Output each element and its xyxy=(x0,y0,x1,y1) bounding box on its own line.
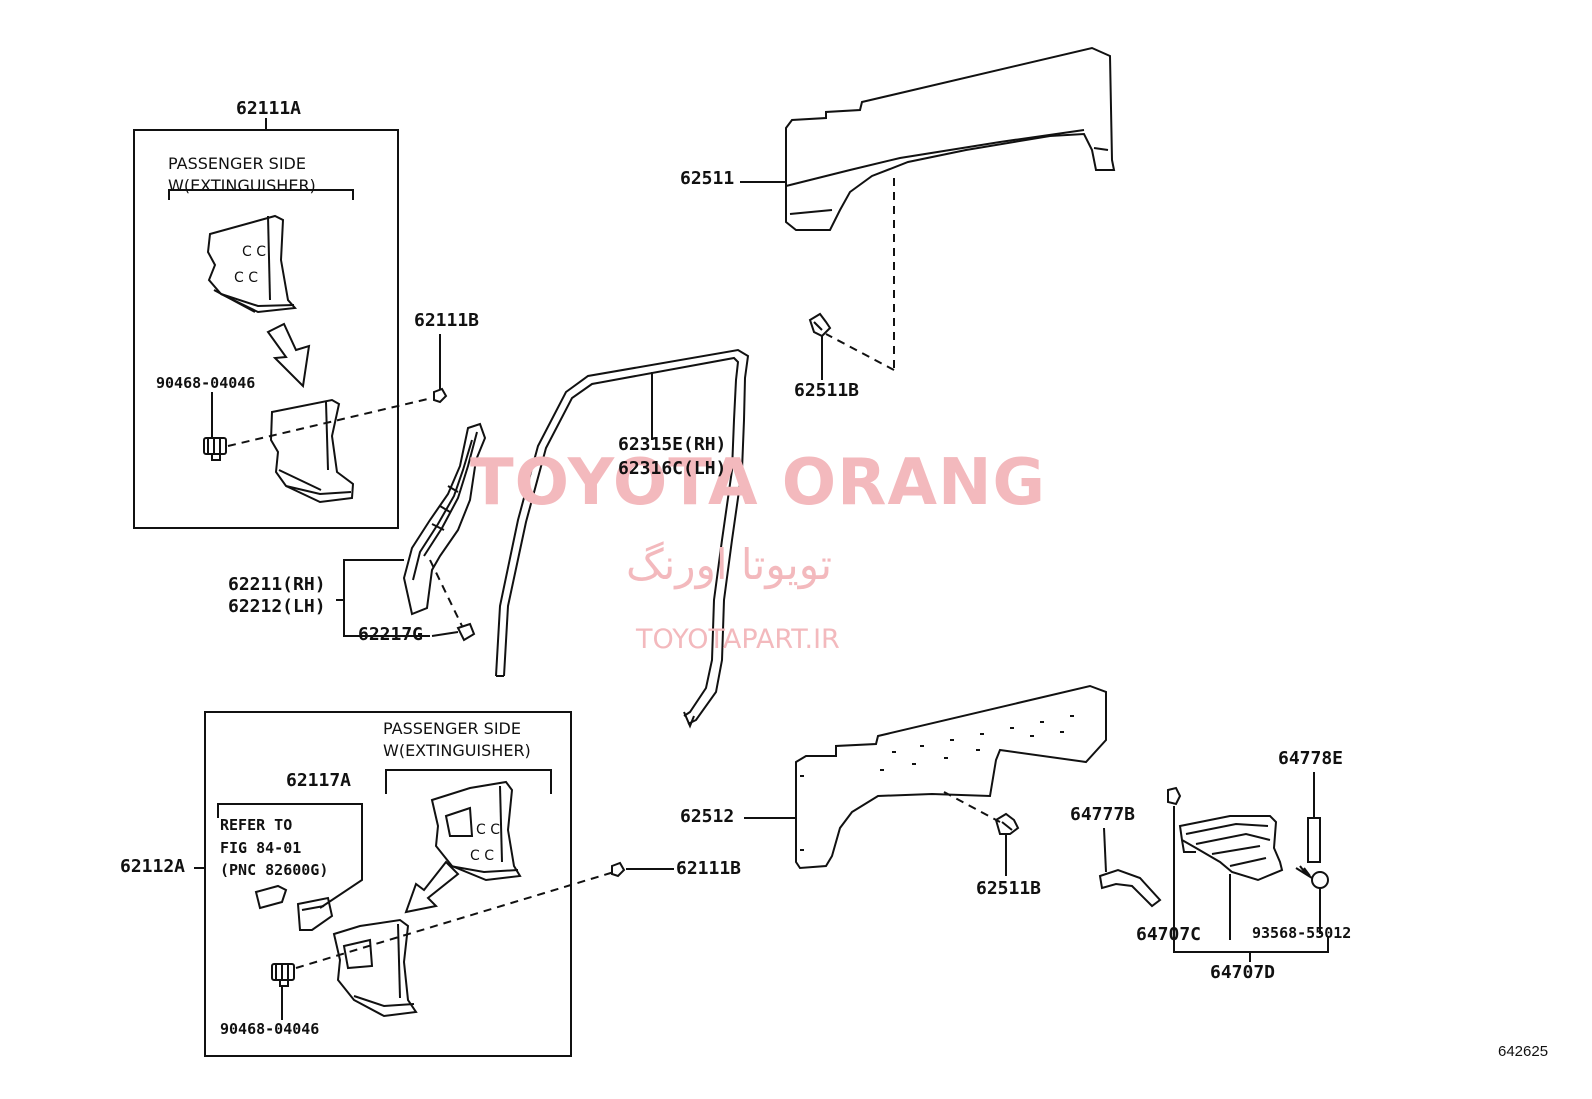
note-passenger-side-top: PASSENGER SIDE W(EXTINGUISHER) xyxy=(168,154,316,195)
svg-text:C C: C C xyxy=(242,244,266,260)
svg-text:C C: C C xyxy=(234,270,258,286)
callout-90468-top: 90468-04046 xyxy=(156,374,256,392)
watermark-site: TOYOTAPART.IR xyxy=(636,624,840,655)
note-passenger-side-bottom: PASSENGER SIDE W(EXTINGUISHER) xyxy=(383,719,531,760)
clip-90468-bottom xyxy=(271,963,295,1020)
clip-62111b-top xyxy=(433,334,448,404)
quarter-trim-62512 xyxy=(795,684,1107,870)
pillar-leader-bracket xyxy=(336,559,430,637)
dashed-leader xyxy=(429,559,463,627)
callout-62112a: 62112A xyxy=(120,856,186,877)
callout-90468-bottom: 90468-04046 xyxy=(220,1020,320,1038)
arrow-down-left-icon xyxy=(404,860,460,914)
cowl-trim-lower xyxy=(269,398,355,504)
callout-62511: 62511 xyxy=(680,168,735,189)
callout-62111a: 62111A xyxy=(236,98,302,119)
cowl-trim-lower-b xyxy=(332,918,418,1018)
leader-64707 xyxy=(1173,806,1329,962)
strip-64777b xyxy=(1098,827,1162,908)
leader-62117a xyxy=(217,803,363,909)
note-refer-fig: REFER TO FIG 84-01 (PNC 82600G) xyxy=(220,816,329,879)
callout-62212: 62212(LH) xyxy=(228,596,326,617)
inset-box-62112a xyxy=(194,711,572,1057)
callout-62117a: 62117A xyxy=(286,770,352,791)
svg-text:C C: C C xyxy=(470,848,494,864)
clip-64707c xyxy=(1167,786,1182,806)
pad-64778e xyxy=(1307,772,1321,863)
watermark-persian: تویوتا اورنگ xyxy=(626,540,833,589)
cowl-trim-upper: C C C C xyxy=(206,214,298,314)
door-weatherstrip xyxy=(495,348,750,729)
callout-62316c: 62316C(LH) xyxy=(618,458,727,479)
dashed-leader xyxy=(295,871,615,969)
clip-62511b-bottom xyxy=(994,812,1020,876)
callout-64707c: 64707C xyxy=(1136,924,1202,945)
screw-93568 xyxy=(1295,865,1329,934)
dashed-leader xyxy=(825,333,895,371)
bracket-64707c xyxy=(1178,815,1284,882)
clip-62111b-mid xyxy=(611,861,674,878)
callout-64778e: 64778E xyxy=(1278,748,1344,769)
callout-62512: 62512 xyxy=(680,806,735,827)
cowl-trim-upper-b: C C C C xyxy=(430,780,522,882)
callout-93568: 93568-55012 xyxy=(1252,924,1352,942)
clip-90468-top xyxy=(203,392,227,461)
callout-62511b-top: 62511B xyxy=(794,380,860,401)
clip-62217g xyxy=(431,622,476,642)
callout-64707d: 64707D xyxy=(1210,962,1276,983)
dashed-leader xyxy=(227,397,433,447)
callout-62111b-top: 62111B xyxy=(414,310,480,331)
bracket-piece xyxy=(296,896,334,931)
callout-62315e: 62315E(RH) xyxy=(618,434,727,455)
inset-box-62111a xyxy=(133,118,399,529)
quarter-trim-62511 xyxy=(785,46,1116,231)
clip-62511b-top xyxy=(808,312,832,380)
callout-62211: 62211(RH) xyxy=(228,574,326,595)
callout-62511b-bottom: 62511B xyxy=(976,878,1042,899)
arrow-down-icon xyxy=(266,322,311,389)
svg-text:C C: C C xyxy=(476,822,500,838)
pillar-garnish xyxy=(402,422,487,616)
callout-62217g: 62217G xyxy=(358,624,424,645)
watermark-title: TOYOTA ORANG xyxy=(470,446,1047,520)
cover-piece xyxy=(254,884,288,910)
callout-62111b-mid: 62111B xyxy=(676,858,742,879)
callout-64777b: 64777B xyxy=(1070,804,1136,825)
dashed-leader xyxy=(943,791,1001,823)
figure-number: 642625 xyxy=(1498,1043,1549,1060)
